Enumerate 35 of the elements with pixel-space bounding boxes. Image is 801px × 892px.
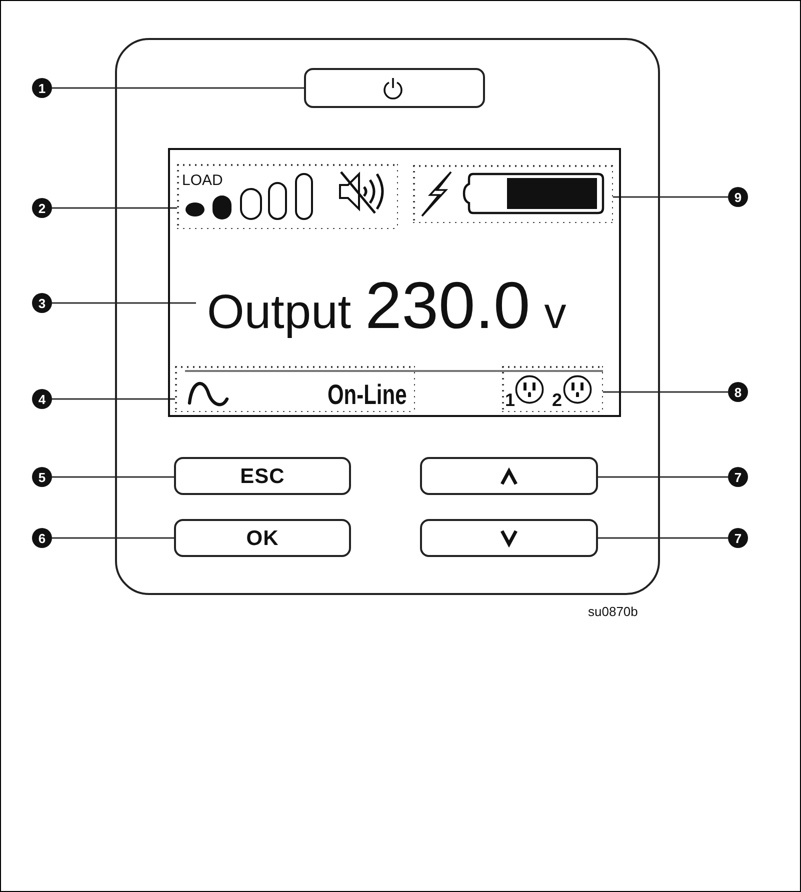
output-label: Output [207,289,352,337]
callout-number: 3 [32,293,52,313]
leader-line [598,537,728,539]
unit-label: v [544,292,566,336]
voltage-value: 230.0 [365,272,530,338]
callout-number: 6 [32,528,52,548]
leader-line [52,537,174,539]
callout-number: 1 [32,78,52,98]
down-button [420,519,598,557]
status-label: On-Line [328,381,407,409]
callout-number: 7 [728,528,748,548]
leader-line [613,196,728,198]
leader-line [52,302,196,304]
callout-number: 9 [728,187,748,207]
leader-line [52,398,175,400]
lcd-display [168,148,621,417]
figure-id-label: su0870b [588,605,638,618]
ok-button: OK [174,519,351,557]
callout-number: 7 [728,467,748,487]
leader-line [603,391,728,393]
power-button [304,68,485,108]
up-button [420,457,598,495]
callout-number: 5 [32,467,52,487]
outlet-number: 1 [505,391,516,409]
leader-line [52,87,304,89]
leader-line [52,476,174,478]
leader-line [598,476,728,478]
callout-number: 2 [32,198,52,218]
control-panel [115,38,660,595]
load-label: LOAD [182,173,223,188]
outlet-number: 2 [552,391,562,409]
esc-button: ESC [174,457,351,495]
callout-number: 4 [32,389,52,409]
callout-number: 8 [728,382,748,402]
leader-line [52,207,177,209]
